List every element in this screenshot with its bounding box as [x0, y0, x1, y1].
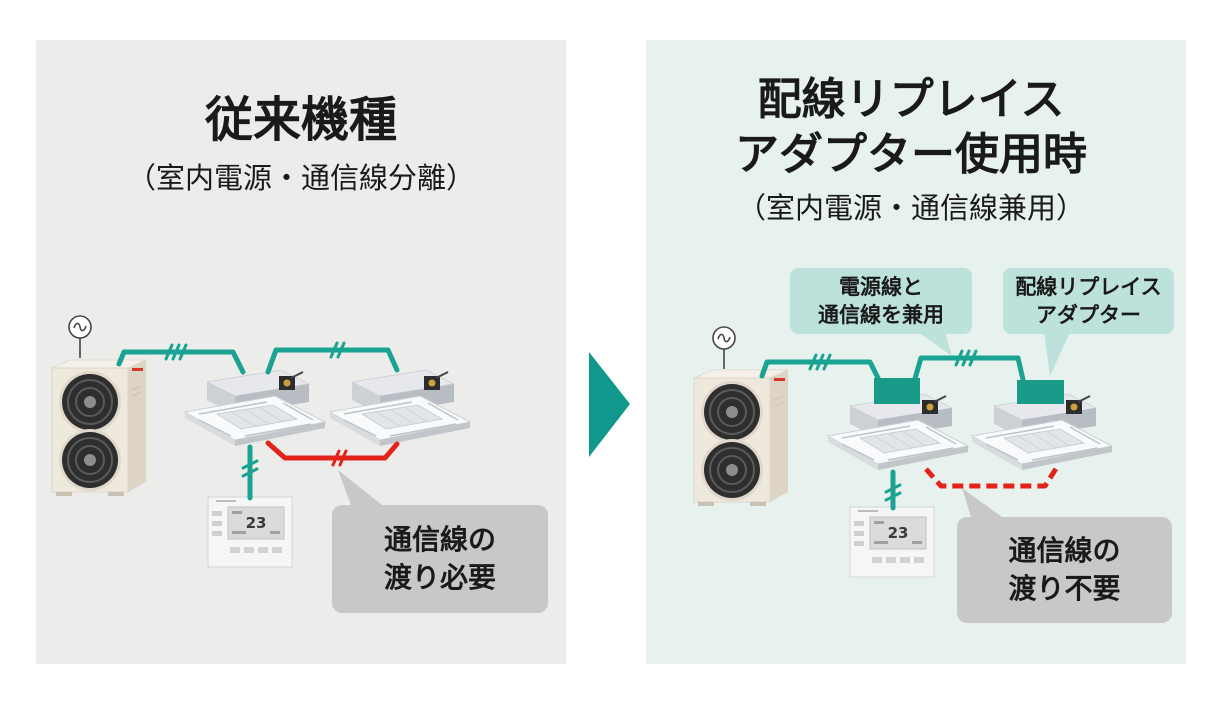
remote-controller-right [849, 506, 935, 578]
callout-crossover-unneeded-text: 通信線の 渡り不要 [957, 517, 1172, 623]
right-panel-title-line-1: 配線リプレイス [757, 74, 1065, 125]
power-wire-outdoor-to-indoor-left [116, 349, 246, 375]
hash-stroke [331, 449, 341, 467]
wiring-replace-adapter-2 [1017, 380, 1064, 404]
hash-stroke [171, 343, 181, 361]
adapter-system-diagram: 23 [693, 268, 1174, 623]
callout-box [957, 517, 1172, 623]
callout-box [1003, 268, 1174, 334]
callout-line-2: アダプター [1036, 303, 1141, 327]
callout-line-2: 渡り必要 [383, 561, 496, 594]
callout-box [332, 505, 548, 613]
hash-stroke [822, 353, 832, 371]
shared-wire-adapter-to-adapter [911, 355, 1027, 387]
callout-box [790, 268, 972, 334]
callout-crossover-required-text: 通信線の 渡り必要 [332, 505, 548, 613]
wire-hash-mark-2 [241, 459, 259, 478]
callout-line-1: 電源線と [839, 275, 923, 299]
removed-crossover-wire [924, 465, 1060, 489]
remote-controller-left [207, 496, 293, 568]
wire-hash-mark-2 [329, 341, 346, 359]
hash-stroke [954, 349, 964, 367]
callout-crossover-unneeded-bubble [957, 488, 1172, 623]
hash-stroke [338, 449, 348, 467]
callout-crossover-required-bubble [332, 470, 548, 613]
left-panel-subtitle: （室内電源・通信線分離） [126, 161, 475, 195]
callout-line-2: 渡り不要 [1008, 572, 1121, 605]
right-arrow-icon [589, 352, 630, 457]
wire-hash-mark-3 [808, 353, 832, 371]
hash-stroke [241, 459, 259, 470]
callout-pointer [918, 332, 952, 356]
callout-adapter-text: 配線リプレイス アダプター [1003, 268, 1174, 334]
power-wire-indoor-to-indoor-left [265, 347, 400, 375]
outdoor-unit-left [51, 359, 147, 497]
hash-stroke [961, 349, 971, 367]
hash-stroke [329, 341, 339, 359]
callout-pointer [338, 470, 386, 508]
callout-line-1: 配線リプレイス [1015, 275, 1162, 299]
callout-line-1: 通信線の [1008, 534, 1121, 567]
wire-hash-mark-2-red [331, 449, 348, 467]
hash-stroke [178, 343, 188, 361]
hash-stroke [241, 467, 259, 478]
outdoor-unit-right [693, 369, 789, 507]
callout-line-1: 通信線の [383, 523, 496, 556]
callout-shared-wire-bubble [790, 268, 972, 356]
callout-shared-wire-text: 電源線と 通信線を兼用 [790, 268, 972, 334]
hash-stroke [815, 353, 825, 371]
callout-pointer [962, 488, 1006, 520]
wire-hash-mark-2 [884, 483, 902, 502]
right-panel-title-line-2: アダプター使用時 [735, 129, 1087, 180]
left-panel-title: 従来機種 [204, 92, 397, 148]
callout-adapter-bubble [1003, 268, 1174, 376]
callout-pointer [1044, 332, 1070, 376]
wire-hash-mark-3 [954, 349, 978, 367]
wiring-replace-adapter-1 [874, 378, 920, 404]
hash-stroke [884, 491, 902, 502]
wire-hash-mark-3 [164, 343, 188, 361]
remote-temp-display-left: 23 [246, 514, 267, 532]
remote-temp-display-right: 23 [888, 524, 909, 542]
hash-stroke [164, 343, 174, 361]
callout-line-2: 通信線を兼用 [818, 303, 944, 327]
right-panel-subtitle: （室内電源・通信線兼用） [736, 191, 1085, 225]
hash-stroke [336, 341, 346, 359]
hash-stroke [968, 349, 978, 367]
conventional-system-diagram: 23 [51, 315, 548, 613]
hash-stroke [808, 353, 818, 371]
hash-stroke [884, 483, 902, 494]
